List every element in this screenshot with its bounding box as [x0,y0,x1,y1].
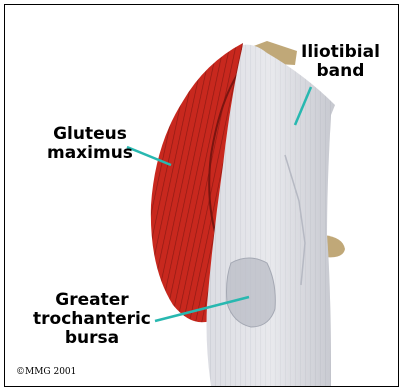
label-gluteus-maximus: Gluteus maximus [47,125,133,163]
label-greater-trochanteric-bursa: Greater trochanteric bursa [33,291,151,348]
label-iliotibial-band: Iliotibial band [301,43,380,81]
label-gluteus-line1: Gluteus [47,125,133,144]
illustration-frame: Iliotibial band Gluteus maximus Greater … [4,4,399,387]
label-gluteus-line2: maximus [47,144,133,163]
label-iliotibial-line1: Iliotibial [301,43,380,62]
label-bursa-line1: Greater [33,291,151,310]
label-bursa-line2: trochanteric [33,310,151,329]
label-iliotibial-line2: band [301,62,380,81]
greater-trochanteric-bursa [227,258,276,327]
label-bursa-line3: bursa [33,329,151,348]
copyright-notice: ©MMG 2001 [16,367,76,377]
